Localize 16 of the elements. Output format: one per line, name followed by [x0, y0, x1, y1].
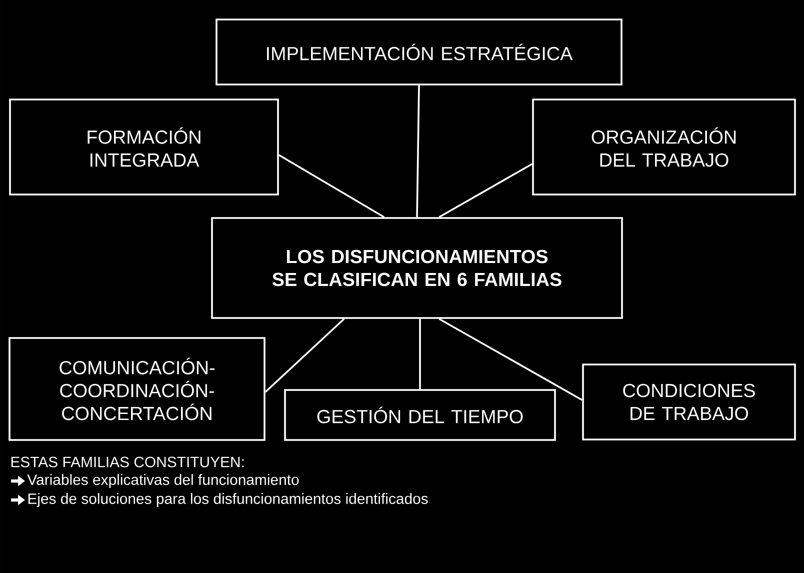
connector-line [264, 318, 345, 393]
note-text: Variables explicativas del funcionamiento [27, 474, 299, 488]
connector-line [416, 85, 420, 218]
category-box: CONDICIONES DE TRABAJO [582, 364, 796, 440]
category-box: COMUNICACIÓN-COORDINACIÓN-CONCERTACIÓN [8, 337, 266, 441]
category-box: ORGANIZACIÓN DEL TRABAJO [532, 98, 796, 196]
connector-line [278, 154, 385, 218]
title-box: LOS DISFUNCIONAMIENTOS SE CLASIFICAN EN 6 FAMILIAS [211, 217, 623, 319]
connector-line [438, 163, 533, 218]
note-text: Ejes de soluciones para los disfuncionamientos identificados [28, 493, 428, 507]
connector-line [438, 318, 583, 401]
category-box: GESTIÓN DEL TIEMPO [284, 389, 556, 441]
category-box: IMPLEMENTACIÓN ESTRATÉGICA [216, 18, 622, 86]
connector-line [419, 318, 421, 390]
category-box: FORMACIÓN INTEGRADA [9, 98, 279, 196]
note-text: ESTAS FAMILIAS CONSTITUYEN: [11, 456, 244, 468]
